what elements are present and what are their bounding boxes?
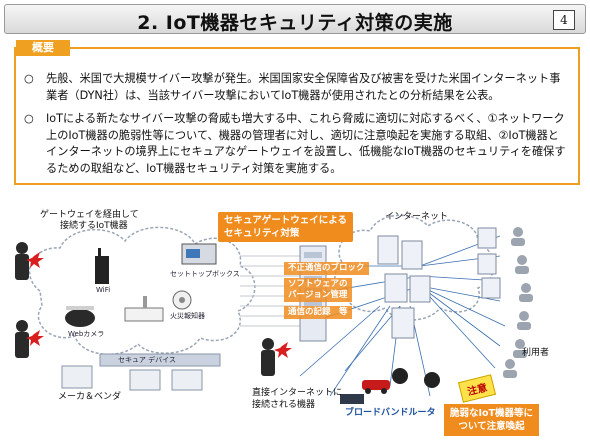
- user-icons: [503, 227, 533, 378]
- maker-servers: [61, 365, 203, 391]
- diagram-canvas: [15, 214, 533, 404]
- wifi-label: WiFi: [96, 286, 111, 294]
- virus-character-icons: [392, 368, 440, 388]
- direct-devices-label-2: 接続される機器: [252, 400, 316, 410]
- feature-communication-log: 通信の記録 等: [284, 306, 352, 319]
- gateway-devices-label-1: ゲートウェイを経由して: [40, 210, 139, 220]
- bullet-circle-icon: ○: [24, 72, 34, 85]
- feature-block-illegal-traffic: 不正通信のブロック: [284, 262, 369, 275]
- direct-devices-label-1: 直接インターネットに: [252, 388, 343, 398]
- summary-bullet-2-text: IoTによる新たなサイバー攻撃の脅威も増大する中、これら脅威に適切に対応するべく…: [46, 112, 566, 175]
- secure-gateway-title-2: セキュリティ対策: [224, 228, 300, 239]
- feature-software-version-line2: バージョン管理: [288, 290, 348, 300]
- notice-line-2: ついて注意喚起: [458, 421, 525, 432]
- attacker-icons: [15, 242, 275, 376]
- device-cloud: [29, 226, 256, 356]
- page-title: 2. IoT機器セキュリティ対策の実施: [137, 12, 453, 34]
- attack-spark-icons: [26, 252, 292, 358]
- notice-line-1: 脆弱なIoT機器等に: [450, 408, 534, 419]
- secure-device-label: セキュア デバイス: [118, 356, 176, 364]
- summary-box: ○ 先般、米国で大規模サイバー攻撃が発生。米国国家安全保障省及び被害を受けた米国…: [14, 47, 580, 185]
- user-servers: [477, 227, 501, 299]
- summary-bullet-1-text: 先般、米国で大規模サイバー攻撃が発生。米国国家安全保障省及び被害を受けた米国イン…: [46, 72, 561, 102]
- fire-alarm-icon: [172, 290, 192, 310]
- internet-label: インターネット: [385, 212, 449, 222]
- router-label: ブロードバンドルータ: [345, 408, 436, 418]
- maker-vendor-label: メーカ＆ベンダ: [58, 392, 122, 402]
- feature-software-version: ソフトウェアの バージョン管理: [284, 278, 352, 302]
- vulnerability-notice-box: 脆弱なIoT機器等に ついて注意喚起: [444, 404, 540, 436]
- feature-software-version-line1: ソフトウェアの: [288, 279, 348, 289]
- summary-tab: 概要: [16, 40, 70, 56]
- page-number: 4: [553, 10, 575, 30]
- broadband-router-icon: [340, 394, 364, 404]
- summary-bullet-1: ○ 先般、米国で大規模サイバー攻撃が発生。米国国家安全保障省及び被害を受けた米国…: [24, 71, 570, 104]
- summary-bullet-2: ○ IoTによる新たなサイバー攻撃の脅威も増大する中、これら脅威に適切に対応する…: [24, 111, 570, 177]
- car-icon: [362, 380, 390, 394]
- webcam-label: Webカメラ: [68, 330, 105, 338]
- secure-gateway-title-1: セキュアゲートウェイによる: [224, 215, 348, 226]
- wifi-router-icon: [95, 248, 109, 284]
- security-camera-icon: [124, 296, 164, 322]
- webcam-icon: [65, 306, 95, 327]
- set-top-box-icon: [181, 243, 217, 265]
- fire-alarm-label: 火災報知器: [170, 312, 205, 320]
- stb-label: セットトップボックス: [170, 270, 240, 278]
- iot-security-diagram: ゲートウェイを経由して 接続するIoT機器 セキュアゲートウェイによる セキュリ…: [0, 196, 590, 443]
- secure-device-bar: [99, 353, 221, 367]
- gateway-devices-label-2: 接続するIoT機器: [60, 221, 128, 231]
- internet-servers: [377, 235, 431, 339]
- secure-gateway-title: セキュアゲートウェイによる セキュリティ対策: [218, 212, 354, 242]
- bullet-circle-icon: ○: [24, 112, 34, 125]
- users-label: 利用者: [522, 348, 550, 358]
- title-bar: 2. IoT機器セキュリティ対策の実施 4: [4, 4, 586, 34]
